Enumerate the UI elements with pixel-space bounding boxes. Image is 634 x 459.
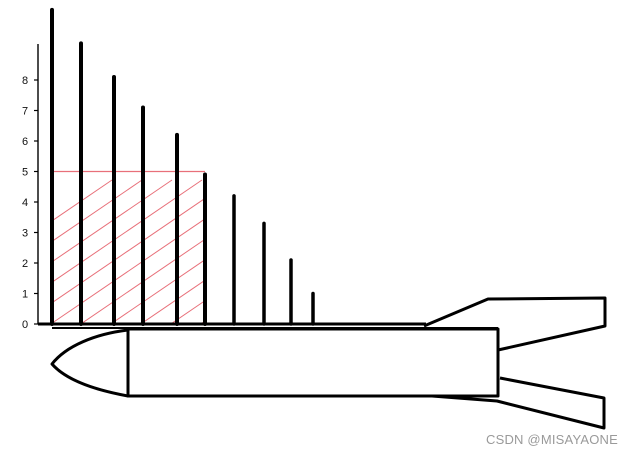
rocket-lower-fin [431,376,606,430]
watermark: CSDN @MISAYAONE [485,432,618,447]
y-tick-label: 6 [22,136,28,148]
y-tick-label: 3 [22,228,28,240]
hatch-line [199,320,205,324]
hatch-line [79,238,205,324]
hatch-line [52,218,205,324]
hatch-line [52,197,205,304]
hatched-region [52,179,472,330]
y-tick-label: 7 [22,106,28,118]
y-tick-label: 4 [22,197,28,209]
rocket-upper-fin [423,296,607,352]
y-tick-label: 8 [22,75,28,87]
hatch-line [52,179,173,263]
hatch-line [252,180,472,330]
hatch-line [52,179,143,242]
y-tick-label: 2 [22,258,28,270]
y-ticks: 0 1 2 3 4 5 6 7 8 [22,75,38,331]
hatch-line [139,279,205,324]
hatch-line [222,180,442,330]
rocket [38,296,607,430]
hatch-line [109,259,205,324]
y-tick-label: 0 [22,319,28,331]
bars [50,7,315,326]
hatch-line [52,179,203,283]
hatch-line [169,300,205,324]
rocket-nose-cone [50,328,129,398]
hatch-line [52,179,113,222]
y-tick-label: 5 [22,167,28,179]
y-tick-label: 1 [22,289,28,301]
rocket-fuselage [126,327,500,398]
